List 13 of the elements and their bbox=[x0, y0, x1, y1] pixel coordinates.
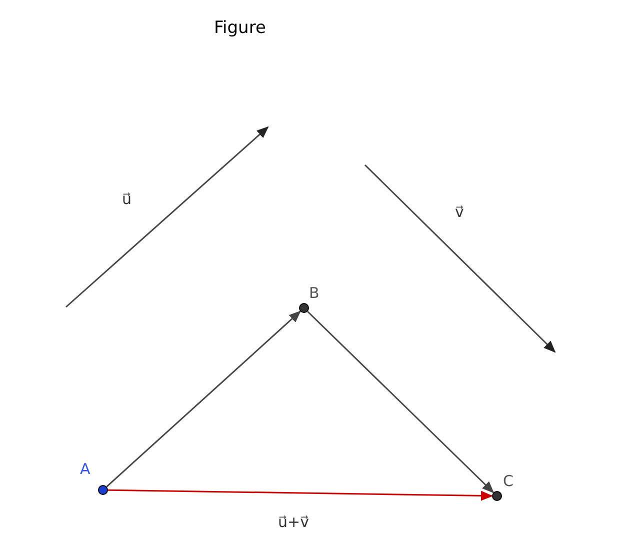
point bbox=[492, 491, 502, 501]
arrow bbox=[307, 310, 494, 494]
title: Figure bbox=[214, 20, 266, 37]
point-label: A bbox=[80, 462, 90, 477]
vector-label: v⃗ bbox=[455, 205, 464, 220]
point-label: C bbox=[503, 474, 514, 489]
point bbox=[299, 303, 309, 313]
point-label: B bbox=[309, 286, 320, 301]
edge-label: u⃗+v⃗ bbox=[278, 515, 309, 530]
point bbox=[98, 485, 108, 495]
vector-label: u⃗ bbox=[122, 192, 132, 207]
arrow bbox=[106, 310, 302, 488]
arrow bbox=[108, 489, 493, 501]
